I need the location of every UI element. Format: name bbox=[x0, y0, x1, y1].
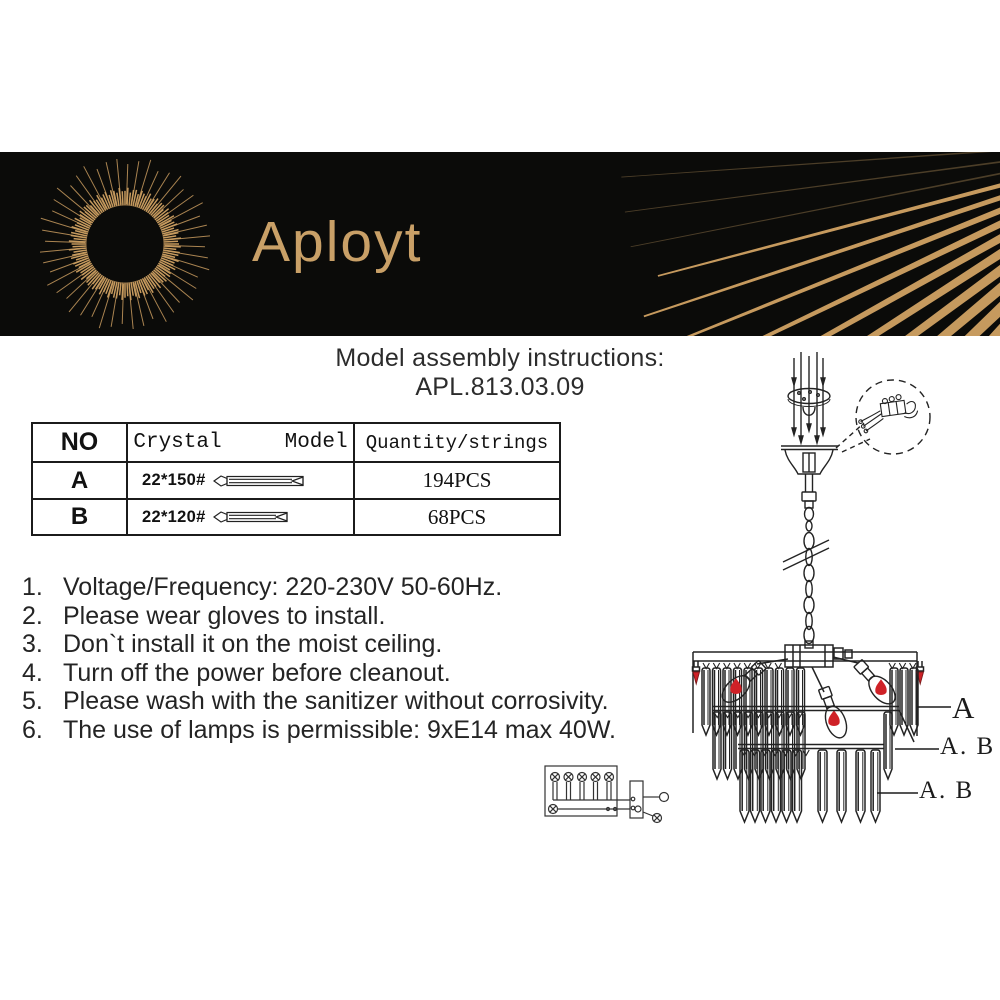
chandelier-body bbox=[691, 644, 925, 736]
wiring-schematic bbox=[544, 765, 670, 824]
diagram-label-ab-2: A. B bbox=[919, 777, 975, 804]
decorative-rays-icon bbox=[621, 152, 1000, 336]
wiring-zoom-bubble bbox=[835, 379, 931, 455]
diagram-label-ab-1: A. B bbox=[940, 733, 996, 760]
label-lines bbox=[877, 706, 951, 794]
row-b-qty: 68PCS bbox=[353, 498, 561, 536]
list-item: 2.Please wear gloves to install. bbox=[22, 601, 386, 630]
table-row: B 22*120# 68PCS bbox=[31, 498, 561, 536]
crystal-b-icon bbox=[212, 511, 288, 523]
row-a-no: A bbox=[31, 461, 128, 500]
list-item: 6.The use of lamps is permissible: 9xE14… bbox=[22, 715, 617, 744]
crystal-tier-2 bbox=[712, 705, 915, 780]
title-block: Model assembly instructions: APL.813.03.… bbox=[250, 344, 750, 402]
list-item: 3.Don`t install it on the moist ceiling. bbox=[22, 630, 443, 658]
canopy-and-chain bbox=[781, 445, 838, 649]
table-row: A 22*150# 194PCS bbox=[31, 461, 561, 500]
row-a-qty: 194PCS bbox=[353, 461, 561, 500]
list-item: 1.Voltage/Frequency: 220-230V 50-60Hz. bbox=[22, 573, 503, 601]
list-item: 4.Turn off the power before cleanout. bbox=[22, 658, 451, 687]
diagram-label-a: A bbox=[952, 690, 975, 725]
crystal-spec-table: NO Crystal Model Quantity/strings A 22*1… bbox=[31, 422, 561, 536]
brand-banner: Aployt bbox=[0, 152, 1000, 336]
model-number: APL.813.03.09 bbox=[415, 373, 585, 401]
row-b-no: B bbox=[31, 498, 128, 536]
list-item: 5.Please wash with the sanitizer without… bbox=[22, 687, 609, 715]
col-header-model: Crystal Model bbox=[126, 422, 355, 463]
instruction-list: 1.Voltage/Frequency: 220-230V 50-60Hz. 2… bbox=[22, 573, 616, 744]
col-header-quantity: Quantity/strings bbox=[353, 422, 561, 463]
chandelier-diagram bbox=[544, 352, 951, 824]
sunburst-logo-icon bbox=[40, 159, 210, 329]
crystal-tier-3 bbox=[738, 743, 884, 823]
crystal-a-icon bbox=[212, 474, 304, 487]
ceiling-mount bbox=[787, 352, 831, 446]
brand-name: Aployt bbox=[252, 210, 423, 274]
col-header-no: NO bbox=[31, 422, 128, 463]
page-title: Model assembly instructions: bbox=[335, 344, 665, 372]
row-a-size: 22*150# bbox=[142, 471, 206, 489]
row-b-size: 22*120# bbox=[142, 507, 206, 526]
